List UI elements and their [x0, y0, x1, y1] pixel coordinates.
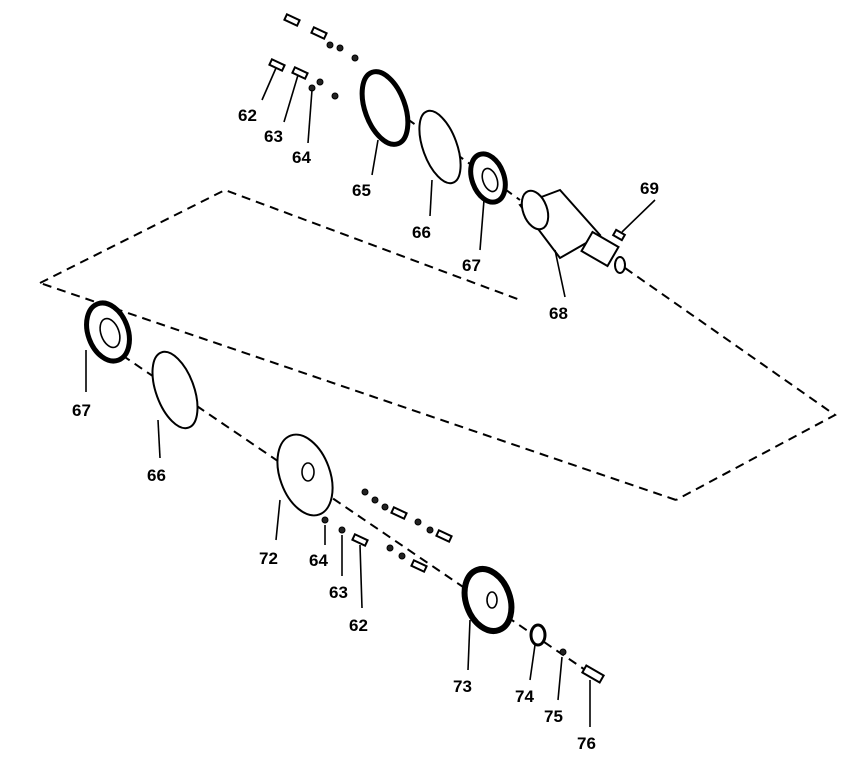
label-64: 64: [292, 148, 311, 167]
part-65-cover: [359, 69, 411, 147]
label-67-lower: 67: [72, 401, 91, 420]
part-72-flange: [276, 433, 334, 517]
assembly-outline-right: [624, 267, 837, 501]
label-74: 74: [515, 687, 534, 706]
label-66-lower: 66: [147, 466, 166, 485]
assembly-outline-bottom: [39, 282, 677, 501]
part-68-shaft: [518, 188, 626, 274]
label-67: 67: [462, 256, 481, 275]
part-73-pulley: [461, 566, 515, 634]
label-62: 62: [238, 106, 257, 125]
label-72: 72: [259, 549, 278, 568]
leader-lines: [85, 67, 656, 727]
label-63-lower: 63: [329, 583, 348, 602]
part-75-lockwasher: [559, 648, 567, 656]
lower-fasteners: [321, 488, 453, 574]
part-76-bolt: [580, 664, 606, 684]
label-75: 75: [544, 707, 563, 726]
label-63: 63: [264, 127, 283, 146]
part-66-gasket: [418, 109, 462, 185]
label-73: 73: [453, 677, 472, 696]
part-66-gasket-lower: [151, 350, 199, 430]
assembly-outline: [39, 188, 521, 301]
lower-axis: [84, 329, 601, 681]
label-65: 65: [352, 181, 371, 200]
part-69-key: [611, 228, 627, 242]
upper-fasteners: [268, 12, 359, 100]
label-76: 76: [577, 734, 596, 753]
label-69: 69: [640, 179, 659, 198]
label-66: 66: [412, 223, 431, 242]
label-68: 68: [549, 304, 568, 323]
part-67-bearing: [468, 151, 508, 205]
label-62-lower: 62: [349, 616, 368, 635]
label-64-lower: 64: [309, 551, 328, 570]
part-67-bearing-lower: [84, 300, 132, 364]
part-74-washer: [529, 623, 547, 647]
